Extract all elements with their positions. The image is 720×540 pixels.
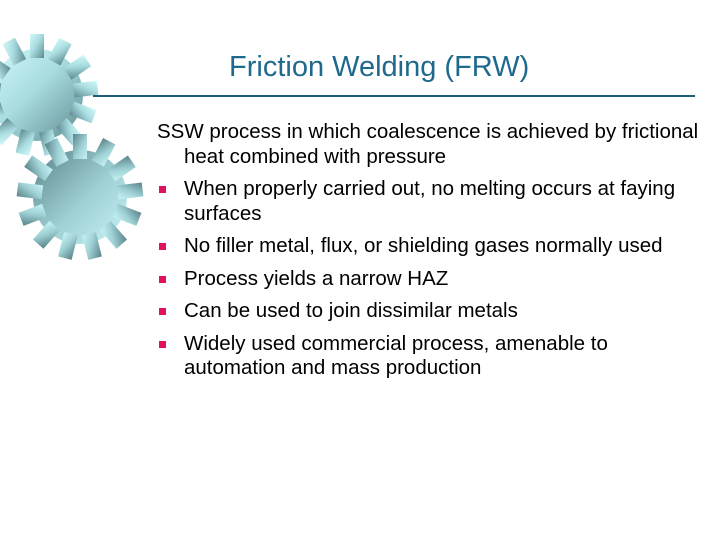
bullet-item: No filler metal, flux, or shielding gase… [157,234,702,259]
upper-gear-icon [0,34,99,156]
bullet-text: No filler metal, flux, or shielding gase… [184,234,663,257]
square-bullet-icon [159,340,166,348]
bullet-text: Can be used to join dissimilar metals [184,299,518,322]
square-bullet-icon [159,308,166,315]
lower-gear-icon [16,134,144,260]
bullet-item: Widely used commercial process, amenable… [157,332,702,381]
bullet-item: When properly carried out, no melting oc… [157,177,702,226]
bullet-text: When properly carried out, no melting oc… [184,177,676,225]
bullet-text: Process yields a narrow HAZ [184,266,449,290]
slide-title: Friction Welding (FRW) [229,51,530,83]
square-bullet-icon [159,186,166,193]
gears-decoration-icon [0,34,144,260]
slide-body: SSW process in which coalescence is achi… [157,120,702,389]
square-bullet-icon [159,243,166,250]
bullet-item: Can be used to join dissimilar metals [157,299,702,324]
lead-paragraph: SSW process in which coalescence is achi… [157,120,699,168]
square-bullet-icon [159,275,166,283]
title-divider [93,95,695,97]
bullet-text: Widely used commercial process, amenable… [184,331,608,380]
bullet-item: Process yields a narrow HAZ [157,267,702,292]
